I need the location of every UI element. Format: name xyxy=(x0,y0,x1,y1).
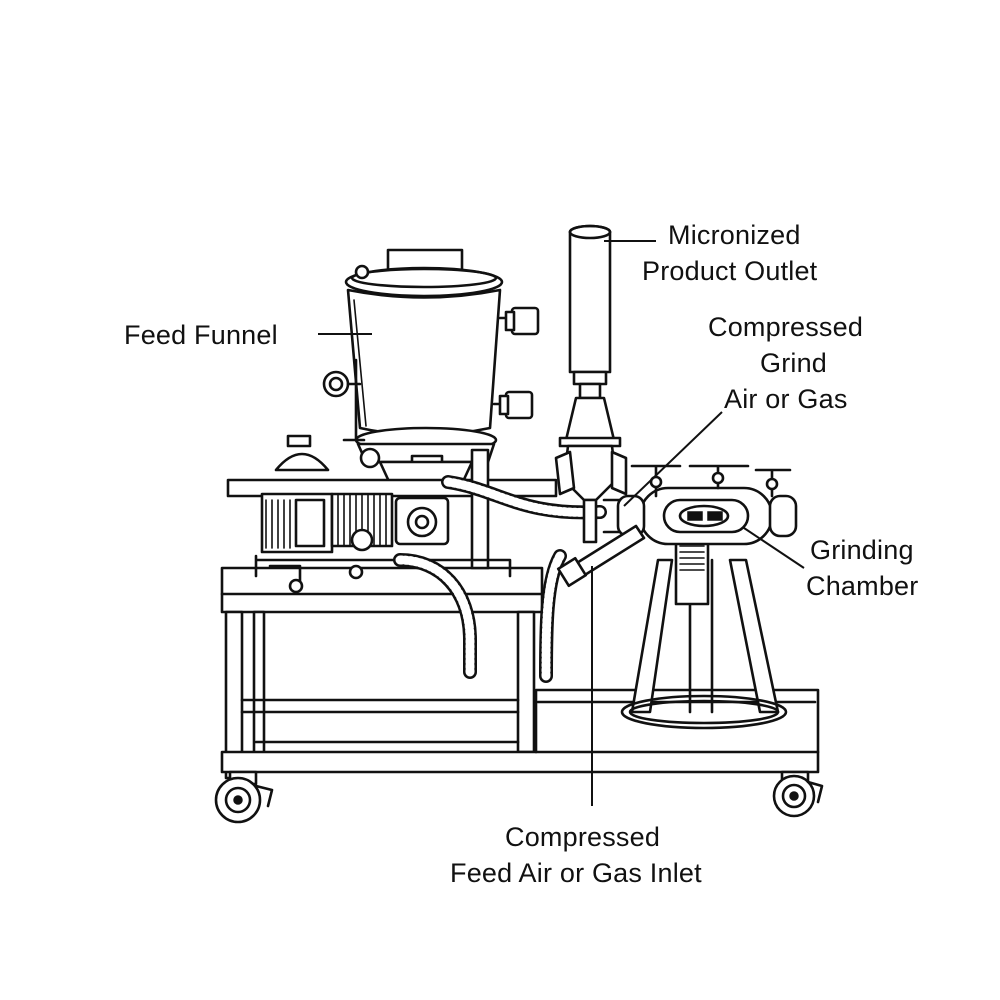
cart xyxy=(214,566,824,824)
labels: Feed Funnel Micronized Product Outlet Co… xyxy=(124,220,918,888)
label-micronized-line2: Product Outlet xyxy=(642,256,818,286)
table-leg-right xyxy=(516,610,536,754)
label-micronized-line1: Micronized xyxy=(668,220,801,250)
table-top xyxy=(220,566,544,596)
caster-right xyxy=(772,770,824,818)
label-grind-air-line2: Grind xyxy=(760,348,827,378)
grind-air-valves xyxy=(630,464,792,498)
hoses xyxy=(393,475,607,683)
pressure-gauge-funnel xyxy=(322,358,366,442)
product-outlet xyxy=(554,224,628,544)
base-platform xyxy=(220,750,820,774)
label-grinding-line1: Grinding xyxy=(810,535,914,565)
leader-grind-air xyxy=(623,411,723,507)
grinding-chamber xyxy=(602,464,798,730)
leader-grinding-chamber xyxy=(743,527,805,569)
label-feed-air-line1: Compressed xyxy=(505,822,660,852)
vibrator-bottom xyxy=(492,390,534,420)
caster-left xyxy=(214,770,274,824)
label-feed-air-line2: Feed Air or Gas Inlet xyxy=(450,858,702,888)
label-grind-air-line3: Air or Gas xyxy=(724,384,848,414)
vibrator-top xyxy=(498,306,540,336)
leader-lines xyxy=(318,240,805,806)
label-feed-funnel: Feed Funnel xyxy=(124,320,278,350)
label-grind-air-line1: Compressed xyxy=(708,312,863,342)
feed-air-inlet-pipe xyxy=(556,524,646,588)
feed-funnel xyxy=(322,248,540,490)
label-grinding-line2: Chamber xyxy=(806,571,918,601)
